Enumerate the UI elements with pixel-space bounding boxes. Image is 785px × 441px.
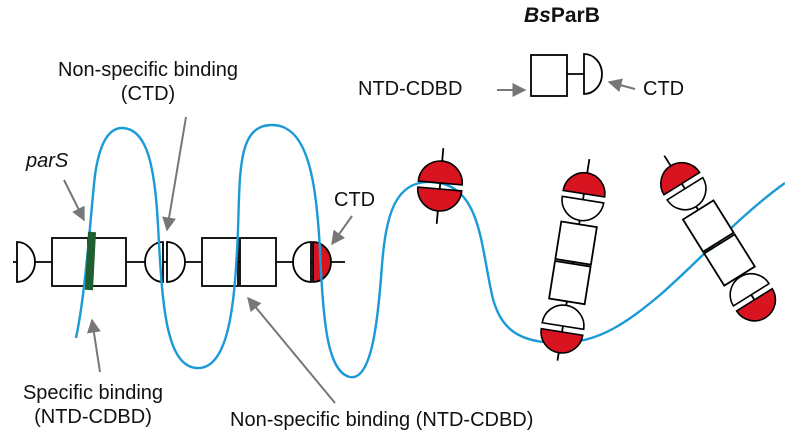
legend-ctd-arrow — [607, 78, 636, 93]
ctd-dimer-bound-1 — [417, 148, 463, 224]
legend-ntd-label: NTD-CDBD — [358, 78, 463, 100]
nonspecific-ntd-label: Non-specific binding (NTD-CDBD) — [230, 409, 534, 431]
nonspecific-ctd-label: Non-specific binding (CTD) — [30, 58, 266, 106]
specific-binding-label: Specific binding (NTD-CDBD) — [0, 381, 186, 429]
parb-dimer-middle — [540, 158, 606, 361]
specific-binding-arrow — [86, 318, 101, 373]
diagram-title: BsParB — [524, 4, 600, 27]
pars-arrow — [63, 179, 85, 222]
parb-dimer-right — [660, 155, 777, 322]
legend-ctd-half — [583, 53, 603, 95]
parb-chain-left — [13, 237, 345, 287]
nonspecific-ctd-line2: (CTD) — [120, 83, 176, 105]
specific-binding-line1: Specific binding — [22, 382, 164, 404]
dna-strand — [74, 123, 785, 379]
legend-ctd-label: CTD — [643, 78, 685, 100]
legend-ntd-box — [530, 54, 568, 97]
nonspecific-ntd-arrow — [247, 296, 336, 404]
nonspecific-ctd-line1: Non-specific binding — [57, 59, 239, 81]
ctd-arrow — [331, 215, 353, 246]
pars-site — [85, 231, 96, 291]
pars-label: parS — [26, 150, 69, 172]
legend-parb-monomer — [497, 53, 636, 97]
ctd-label: CTD — [334, 189, 376, 211]
nonspecific-ctd-arrow — [162, 116, 187, 232]
specific-binding-line2: (NTD-CDBD) — [34, 406, 152, 428]
